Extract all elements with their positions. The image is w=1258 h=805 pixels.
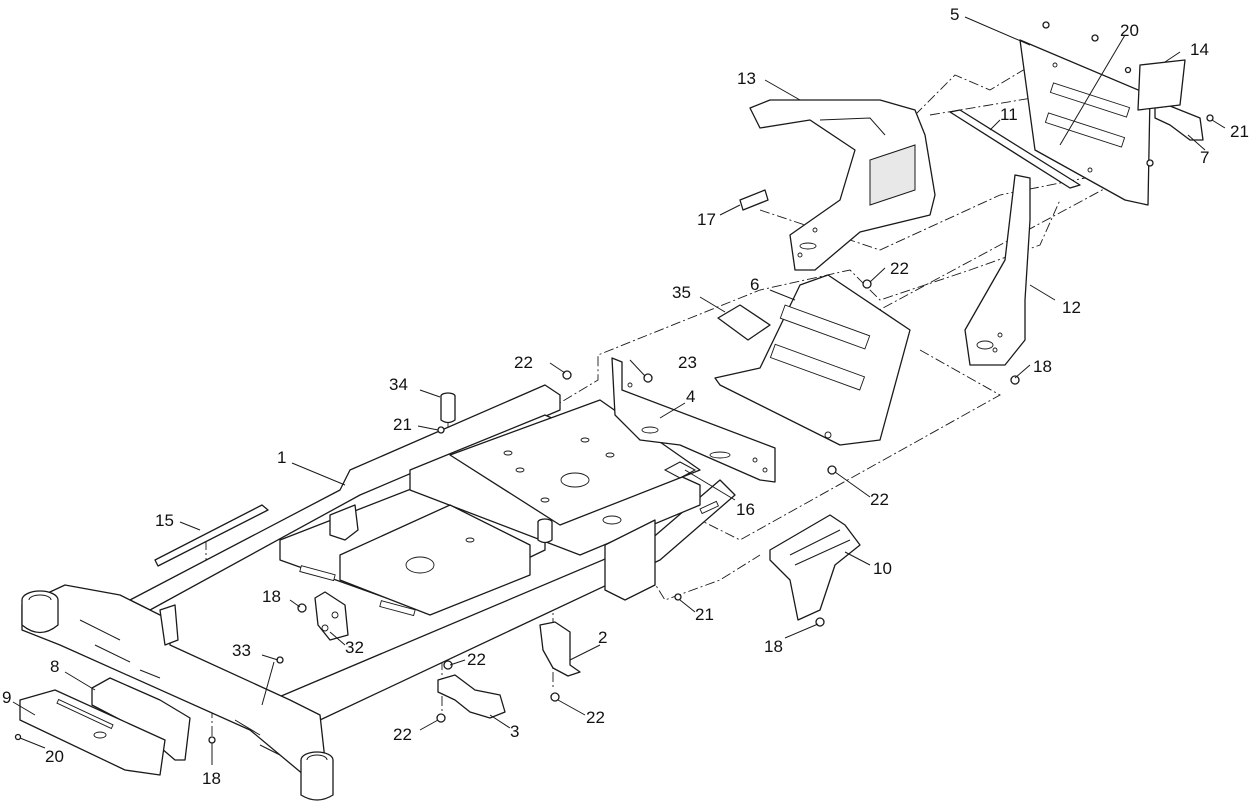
callout-22-frame: 22: [514, 353, 533, 372]
callout-34: 34: [389, 375, 408, 394]
callout-21-center: 21: [393, 415, 412, 434]
callout-23: 23: [678, 353, 697, 372]
part-6-seat-plate: [714, 274, 911, 446]
callout-6: 6: [750, 275, 759, 294]
callout-35: 35: [672, 283, 691, 302]
callout-22-under: 22: [467, 650, 486, 669]
callout-14: 14: [1190, 40, 1209, 59]
part-8-plate: [91, 677, 191, 761]
callout-32: 32: [345, 638, 364, 657]
callout-22-seat: 22: [890, 259, 909, 278]
callout-8: 8: [50, 657, 59, 676]
callout-18-front: 18: [202, 769, 221, 788]
part-12-side-panel: [964, 174, 1031, 366]
callout-18-right: 18: [1033, 357, 1052, 376]
callout-5: 5: [950, 5, 959, 24]
callout-1: 1: [277, 448, 286, 467]
callout-12: 12: [1062, 298, 1081, 317]
part-3-bracket: [437, 674, 506, 719]
part-15-decal: [154, 504, 269, 567]
part-17-decal: [739, 189, 769, 211]
callout-18-lower: 18: [764, 637, 783, 656]
callout-9: 9: [2, 688, 11, 707]
part-9-plate: [19, 689, 166, 776]
callout-22-bottom-left: 22: [393, 725, 412, 744]
callout-33: 33: [232, 641, 251, 660]
callout-22-bottom-right: 22: [586, 708, 605, 727]
callout-15: 15: [155, 511, 174, 530]
callout-2: 2: [598, 628, 607, 647]
part-32-bracket: [314, 591, 349, 641]
part-34-knob: [440, 392, 456, 424]
part-13-upper-bracket: [749, 99, 936, 271]
callout-7: 7: [1200, 148, 1209, 167]
callout-labels: 1 2 3 4 5 6 7 8 9 10 11 12 13 14 15 16 1…: [2, 5, 1249, 788]
part-16-decal: [663, 461, 697, 479]
callout-22-mid: 22: [870, 490, 889, 509]
callout-16: 16: [736, 500, 755, 519]
callout-21-rear: 21: [1230, 122, 1249, 141]
callout-10: 10: [873, 559, 892, 578]
part-4-plate: [611, 357, 776, 483]
part-7-clip: [1154, 105, 1204, 141]
callout-17: 17: [697, 210, 716, 229]
part-2-bracket: [539, 621, 581, 677]
callout-21-lower: 21: [695, 605, 714, 624]
part-14-decal: [1137, 59, 1186, 111]
part-10-bracket: [769, 514, 861, 621]
callout-11: 11: [1000, 105, 1018, 124]
part-35-decal: [717, 304, 771, 341]
part-11-strip: [949, 109, 1081, 189]
leader-lines: [12, 16, 1226, 765]
part-5-rear-panel: [1019, 39, 1151, 206]
callout-20-front: 20: [45, 747, 64, 766]
callout-3: 3: [510, 722, 519, 741]
callout-20-rear: 20: [1120, 21, 1139, 40]
callout-4: 4: [686, 387, 695, 406]
callout-18-left: 18: [262, 587, 281, 606]
callout-13: 13: [737, 69, 756, 88]
